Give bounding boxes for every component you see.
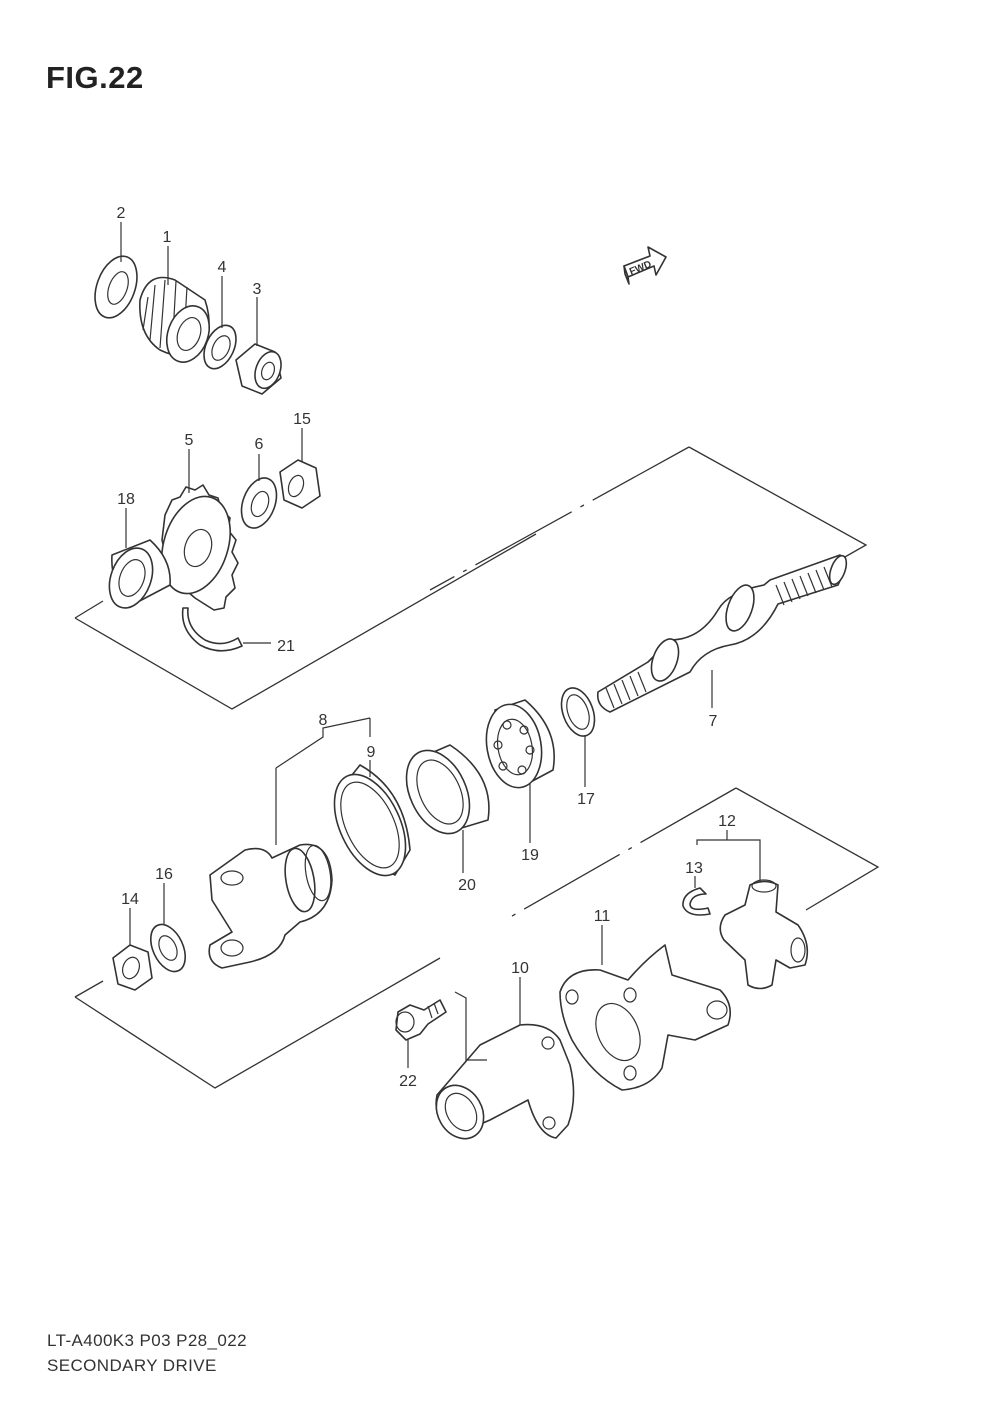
callout-14: 14 — [121, 891, 139, 908]
part-8-universal-yoke — [208, 843, 333, 969]
part-17-washer — [560, 687, 596, 737]
callout-13: 13 — [685, 860, 703, 877]
callout-16: 16 — [155, 866, 173, 883]
part-3-nut — [235, 343, 282, 395]
fwd-label: FWD — [628, 259, 653, 278]
callout-19: 19 — [521, 847, 539, 864]
callout-2: 2 — [117, 205, 126, 222]
callout-1: 1 — [163, 229, 172, 246]
callout-10: 10 — [511, 960, 529, 977]
callout-4: 4 — [218, 259, 227, 276]
callout-18: 18 — [117, 491, 135, 508]
part-11-flange-yoke — [559, 944, 731, 1091]
callout-17: 17 — [577, 791, 595, 808]
callout-numbers: 2 1 4 3 5 6 15 18 21 7 8 9 17 19 20 12 1… — [117, 205, 736, 1090]
callout-9: 9 — [367, 744, 376, 761]
part-7-secondary-shaft — [596, 554, 848, 713]
part-4-thin-washer — [203, 324, 237, 370]
callout-6: 6 — [255, 436, 264, 453]
part-12-universal-joint-cross — [719, 879, 809, 990]
part-6-washer — [240, 477, 278, 529]
callout-11: 11 — [594, 908, 611, 925]
callout-leaders — [120, 222, 761, 1068]
diagram-name: SECONDARY DRIVE — [47, 1356, 217, 1375]
callout-8: 8 — [319, 712, 328, 729]
part-5-spur-gear — [161, 484, 239, 611]
part-9-seal-ring — [333, 764, 411, 877]
part-19-ball-bearing — [485, 699, 555, 789]
part-1-bevel-gear — [139, 276, 211, 363]
forward-direction-arrow: FWD — [623, 246, 667, 285]
lower-assembly-frame — [74, 787, 880, 1089]
callout-21: 21 — [277, 638, 295, 655]
part-15-nut — [279, 459, 321, 509]
part-14-nut — [112, 944, 153, 991]
part-2-washer — [94, 255, 138, 319]
callout-5: 5 — [185, 432, 194, 449]
callout-15: 15 — [293, 411, 311, 428]
part-18-needle-bearing — [108, 539, 171, 609]
part-22-bolt — [395, 999, 447, 1041]
part-10-coupling-flange — [435, 1023, 575, 1140]
callout-7: 7 — [709, 713, 718, 730]
part-13-circlip — [682, 887, 711, 916]
part-16-washer — [149, 923, 187, 973]
callout-12: 12 — [718, 813, 736, 830]
callout-3: 3 — [253, 281, 262, 298]
diagram-code: LT-A400K3 P03 P28_022 — [47, 1331, 247, 1350]
figure-title: FIG.22 — [46, 60, 144, 95]
part-21-circlip — [181, 607, 243, 652]
part-20-oil-seal — [405, 744, 490, 835]
callout-20: 20 — [458, 877, 476, 894]
callout-22: 22 — [399, 1073, 417, 1090]
